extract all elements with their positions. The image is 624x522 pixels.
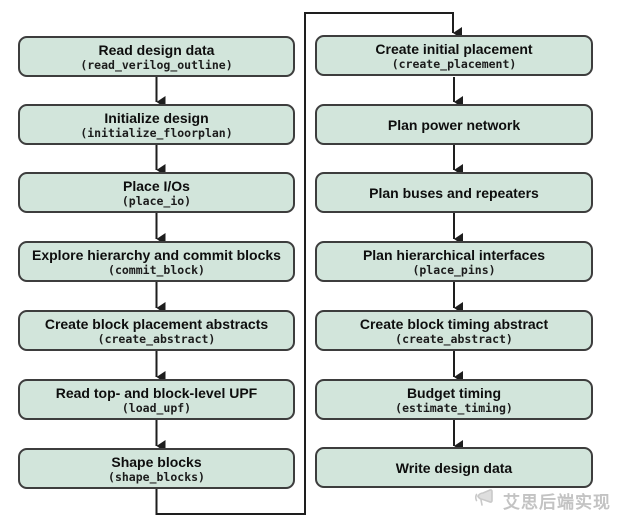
step-command: (place_pins)	[412, 262, 496, 277]
step-read-design-data: Read design data (read_verilog_outline)	[18, 36, 295, 77]
watermark-text: 艾思后端实现	[503, 493, 611, 512]
step-write-design-data: Write design data	[315, 447, 593, 488]
step-create-block-timing-abstract: Create block timing abstract (create_abs…	[315, 310, 593, 351]
step-title: Read top- and block-level UPF	[55, 384, 258, 401]
step-title: Explore hierarchy and commit blocks	[32, 246, 281, 263]
step-place-ios: Place I/Os (place_io)	[18, 172, 295, 213]
step-command: (initialize_floorplan)	[80, 125, 233, 140]
step-command: (commit_block)	[108, 262, 205, 277]
column-bridge-connector	[155, 12, 462, 515]
step-command: (create_placement)	[391, 56, 517, 71]
step-budget-timing: Budget timing (estimate_timing)	[315, 379, 593, 420]
step-title: Create block placement abstracts	[44, 315, 269, 332]
step-command: (shape_blocks)	[108, 469, 205, 484]
step-create-initial-placement: Create initial placement (create_placeme…	[315, 35, 593, 76]
step-title: Write design data	[395, 459, 513, 476]
step-title: Place I/Os	[123, 177, 190, 194]
watermark: 艾思后端实现	[474, 486, 611, 515]
step-title: Shape blocks	[111, 453, 202, 470]
step-title: Create block timing abstract	[359, 315, 549, 332]
step-title: Create initial placement	[375, 40, 533, 57]
step-shape-blocks: Shape blocks (shape_blocks)	[18, 448, 295, 489]
step-title: Plan hierarchical interfaces	[362, 246, 546, 263]
step-title: Plan power network	[387, 116, 521, 133]
step-title: Read design data	[98, 41, 215, 58]
megaphone-icon	[474, 486, 498, 515]
step-plan-hierarchical-interfaces: Plan hierarchical interfaces (place_pins…	[315, 241, 593, 282]
step-create-block-placement-abstracts: Create block placement abstracts (create…	[18, 310, 295, 351]
step-command: (create_abstract)	[395, 331, 513, 346]
step-title: Plan buses and repeaters	[369, 184, 539, 201]
step-command: (place_io)	[121, 193, 192, 208]
step-initialize-design: Initialize design (initialize_floorplan)	[18, 104, 295, 145]
step-title: Budget timing	[406, 384, 502, 401]
step-command: (load_upf)	[121, 400, 192, 415]
step-command: (create_abstract)	[97, 331, 216, 346]
step-title: Initialize design	[104, 109, 209, 126]
step-explore-hierarchy-commit-blocks: Explore hierarchy and commit blocks (com…	[18, 241, 295, 282]
step-command: (estimate_timing)	[395, 400, 513, 415]
step-command: (read_verilog_outline)	[80, 57, 233, 72]
step-plan-power-network: Plan power network	[315, 104, 593, 145]
step-read-upf: Read top- and block-level UPF (load_upf)	[18, 379, 295, 420]
step-plan-buses-and-repeaters: Plan buses and repeaters	[315, 172, 593, 213]
